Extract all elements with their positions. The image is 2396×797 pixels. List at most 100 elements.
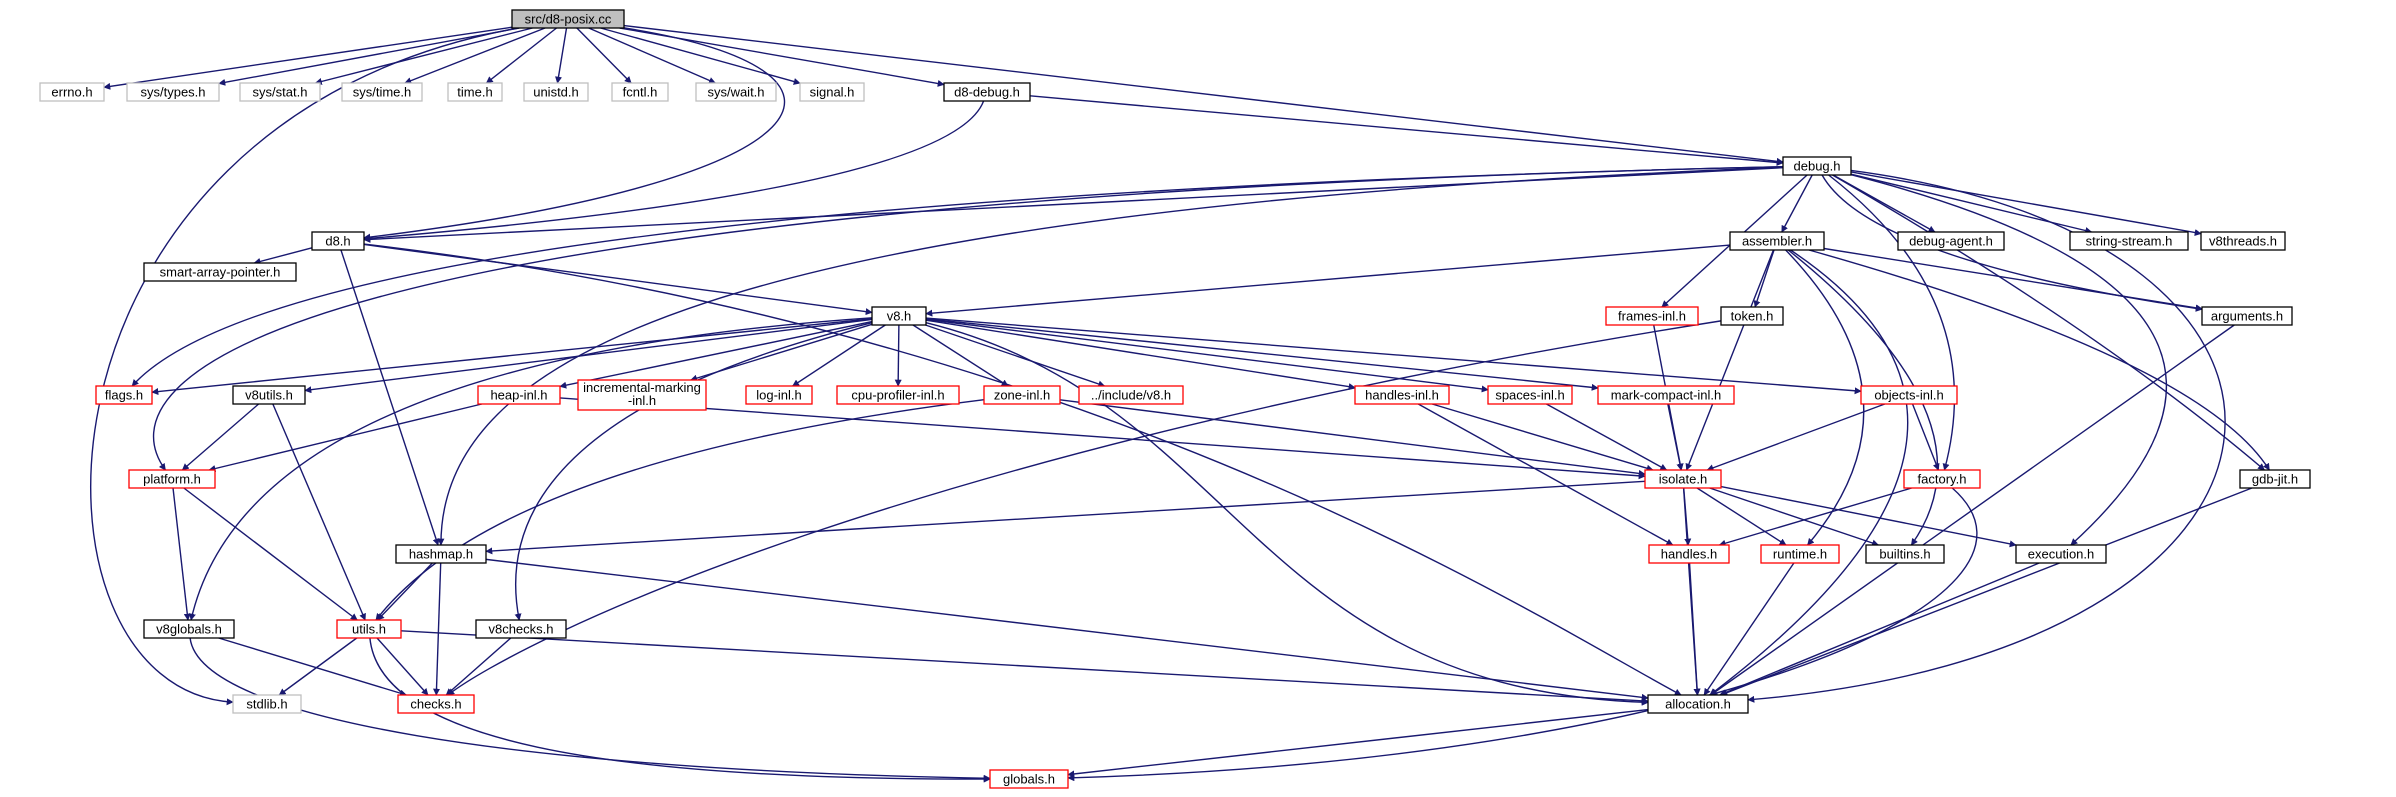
node-label-loginl: log-inl.h [756, 388, 802, 403]
node-gdbjit[interactable]: gdb-jit.h [2239, 469, 2311, 489]
dependency-edge-d8-to-v8 [363, 243, 873, 316]
dependency-edge-debug-to-factory [1828, 174, 1956, 471]
dependency-edge-d8-to-allocation [363, 243, 1682, 696]
dependency-edge-v8-to-allocation [925, 321, 1649, 706]
node-runtime[interactable]: runtime.h [1760, 544, 1840, 564]
node-incmark[interactable]: incremental-marking-inl.h [577, 379, 707, 411]
node-framesinl[interactable]: frames-inl.h [1605, 306, 1699, 326]
dependency-edge-v8utils-to-utils [272, 403, 366, 621]
node-v8utils[interactable]: v8utils.h [232, 385, 306, 405]
node-includev8[interactable]: ../include/v8.h [1078, 385, 1184, 405]
node-stringstream[interactable]: string-stream.h [2069, 231, 2189, 251]
dependency-edge-root-to-systypes [218, 27, 520, 86]
dependency-edge-objectsinl-to-factory [1911, 403, 1940, 471]
node-platform[interactable]: platform.h [128, 469, 216, 489]
dependency-edge-assembler-to-allocation [1709, 249, 1909, 696]
node-label-smartarray: smart-array-pointer.h [160, 265, 281, 280]
dependency-edge-v8utils-to-platform [181, 403, 260, 471]
node-markcompact[interactable]: mark-compact-inl.h [1597, 385, 1735, 405]
dependency-edge-root-to-d8 [363, 27, 786, 241]
node-label-heapinl: heap-inl.h [490, 388, 547, 403]
node-zoneinl[interactable]: zone-inl.h [983, 385, 1061, 405]
dependency-edge-handlesinl-to-isolate [1431, 403, 1654, 472]
node-label-flags: flags.h [105, 388, 143, 403]
node-v8threads[interactable]: v8threads.h [2200, 231, 2286, 251]
dependency-edge-execution-to-allocation [1719, 562, 2040, 696]
node-label-objectsinl: objects-inl.h [1874, 388, 1943, 403]
node-factory[interactable]: factory.h [1903, 469, 1981, 489]
node-label-time: time.h [457, 85, 492, 100]
node-label-hashmap: hashmap.h [409, 547, 473, 562]
dependency-edge-assembler-to-builtins [1787, 249, 1939, 546]
node-arguments[interactable]: arguments.h [2201, 306, 2293, 326]
node-d8[interactable]: d8.h [311, 231, 365, 251]
dependency-edge-v8-to-includev8 [925, 324, 1106, 388]
dependency-edge-platform-to-utils [183, 487, 358, 621]
node-label-handlesinl: handles-inl.h [1365, 388, 1439, 403]
dependency-edge-root-to-syswait [588, 27, 716, 84]
dependency-edge-spacesinl-to-isolate [1546, 403, 1668, 471]
node-label-syswait: sys/wait.h [707, 85, 764, 100]
node-label-checks: checks.h [410, 697, 461, 712]
dependency-edge-v8-to-spacesinl [925, 318, 1489, 393]
node-v8globals[interactable]: v8globals.h [143, 619, 235, 639]
dependency-edge-hashmap-to-checks [433, 562, 442, 696]
node-fcntl: fcntl.h [611, 82, 669, 102]
dependency-edge-runtime-to-allocation [1703, 562, 1795, 696]
dependency-edge-debug-to-stringstream [1850, 173, 2093, 234]
node-debug[interactable]: debug.h [1782, 156, 1852, 176]
dependency-edge-root-to-fcntl [576, 27, 632, 84]
node-v8[interactable]: v8.h [871, 306, 927, 326]
node-flags[interactable]: flags.h [95, 385, 153, 405]
dependency-edge-utils-to-checks [376, 637, 429, 696]
node-utils[interactable]: utils.h [336, 619, 402, 639]
node-signal: signal.h [799, 82, 865, 102]
node-assembler[interactable]: assembler.h [1729, 231, 1825, 251]
node-v8checks[interactable]: v8checks.h [475, 619, 567, 639]
node-token[interactable]: token.h [1720, 306, 1784, 326]
dependency-edge-debug-to-gdbjit [1832, 174, 2265, 471]
dependency-edge-gdbjit-to-allocation [1720, 487, 2253, 696]
node-label-v8globals: v8globals.h [156, 622, 222, 637]
node-sysstat: sys/stat.h [239, 82, 321, 102]
node-label-markcompact: mark-compact-inl.h [1611, 388, 1722, 403]
node-label-debug: debug.h [1794, 159, 1841, 174]
dependency-edge-v8-to-loginl [792, 324, 886, 387]
dependency-edge-allocation-to-globals [1067, 708, 1649, 778]
dependency-edge-assembler-to-runtime [1785, 249, 1865, 546]
dependency-edge-utils-to-globals [369, 637, 991, 783]
node-label-systypes: sys/types.h [140, 85, 205, 100]
node-d8debug[interactable]: d8-debug.h [943, 82, 1031, 102]
node-label-v8checks: v8checks.h [488, 622, 553, 637]
dependency-edge-objectsinl-to-isolate [1706, 403, 1886, 472]
node-heapinl[interactable]: heap-inl.h [477, 385, 561, 405]
node-label-includev8: ../include/v8.h [1091, 388, 1171, 403]
node-execution[interactable]: execution.h [2015, 544, 2107, 564]
dependency-edge-v8-to-zoneinl [912, 324, 1009, 387]
node-debugagent[interactable]: debug-agent.h [1897, 231, 2005, 251]
node-builtins[interactable]: builtins.h [1865, 544, 1945, 564]
dependency-edge-v8-to-markcompact [925, 318, 1599, 391]
dependency-edge-assembler-to-gdbjit [1808, 249, 2270, 471]
node-checks[interactable]: checks.h [397, 694, 475, 714]
node-label-allocation: allocation.h [1665, 697, 1731, 712]
node-isolate[interactable]: isolate.h [1644, 469, 1722, 489]
node-allocation[interactable]: allocation.h [1647, 694, 1749, 714]
dependency-edge-v8globals-to-globals [189, 637, 991, 782]
node-handles[interactable]: handles.h [1648, 544, 1730, 564]
node-label-root: src/d8-posix.cc [525, 12, 612, 27]
node-root[interactable]: src/d8-posix.cc [511, 9, 625, 29]
node-cpuprofiler[interactable]: cpu-profiler-inl.h [836, 385, 960, 405]
node-loginl[interactable]: log-inl.h [745, 385, 813, 405]
dependency-edge-v8checks-to-checks [445, 637, 512, 696]
node-globals[interactable]: globals.h [989, 769, 1069, 789]
node-handlesinl[interactable]: handles-inl.h [1354, 385, 1450, 405]
dependency-edge-zoneinl-to-isolate [1059, 399, 1646, 477]
node-spacesinl[interactable]: spaces-inl.h [1487, 385, 1573, 405]
node-hashmap[interactable]: hashmap.h [395, 544, 487, 564]
dependency-edge-root-to-debug [623, 24, 1784, 165]
node-smartarray[interactable]: smart-array-pointer.h [143, 262, 297, 282]
node-label-runtime: runtime.h [1773, 547, 1827, 562]
node-objectsinl[interactable]: objects-inl.h [1860, 385, 1958, 405]
